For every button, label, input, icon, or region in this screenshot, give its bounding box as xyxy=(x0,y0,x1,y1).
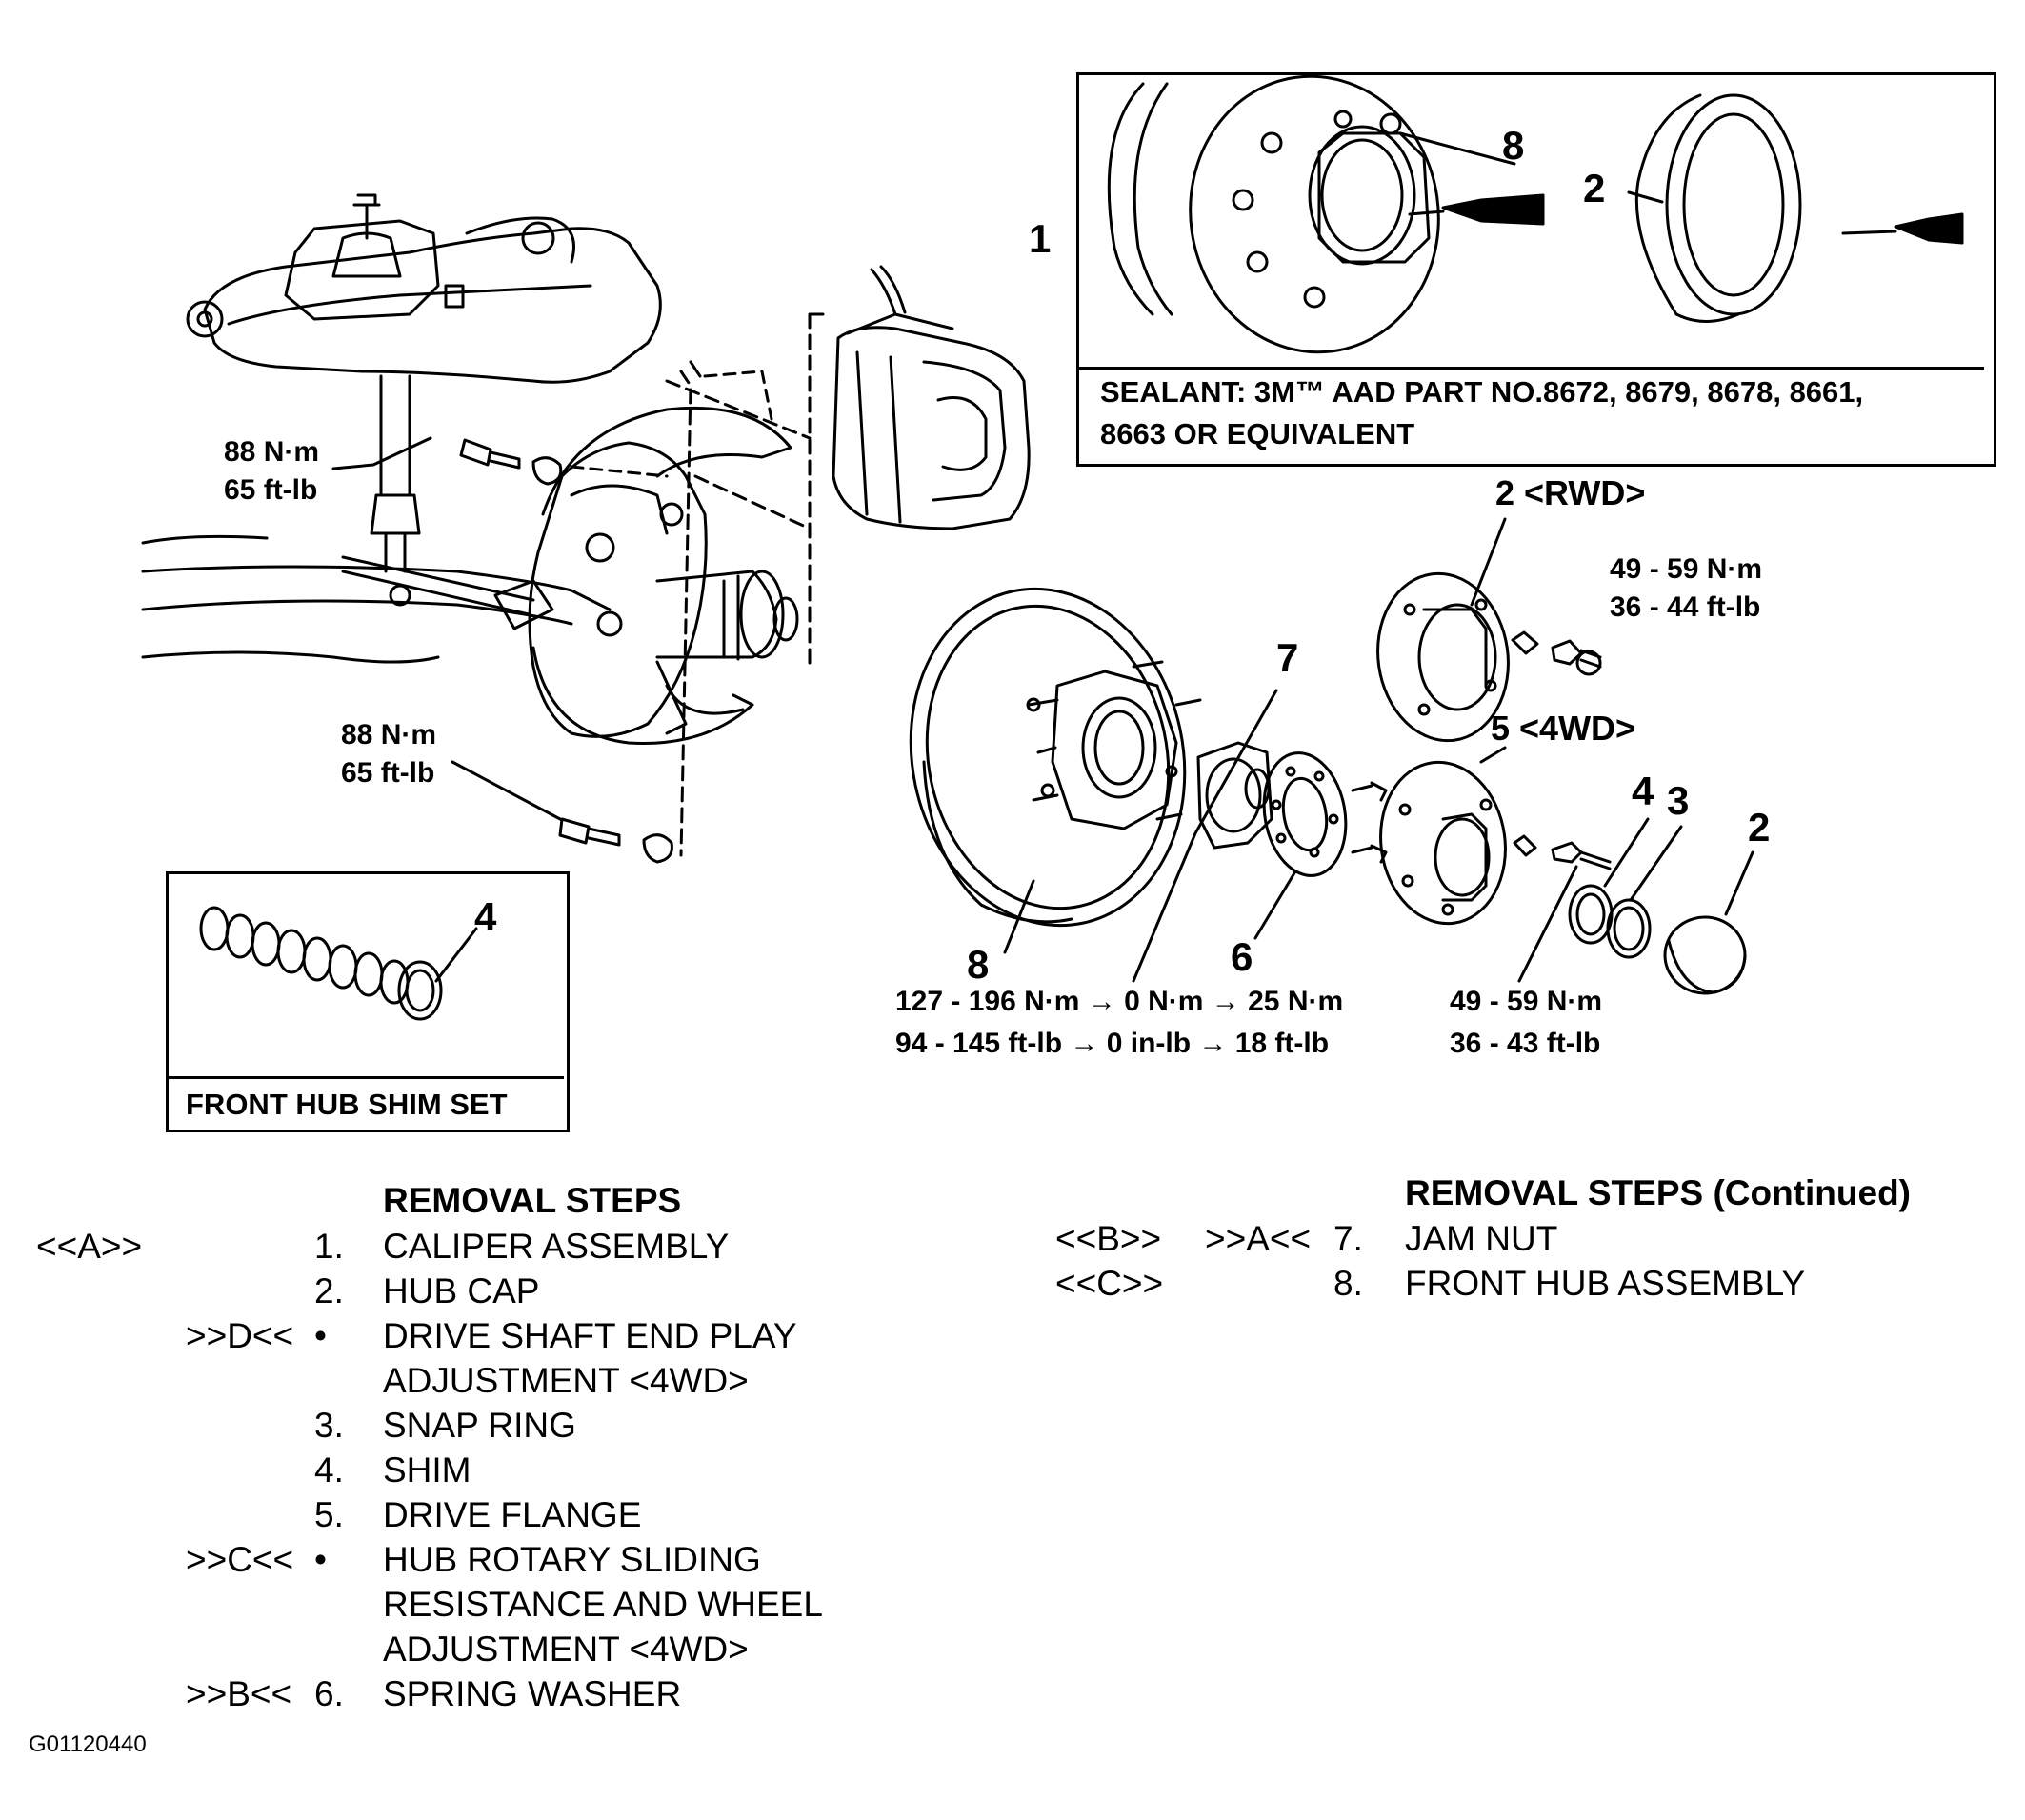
torque-upper-left: 88 N·m 65 ft-lb xyxy=(224,433,319,510)
removal-steps-title: REMOVAL STEPS xyxy=(383,1181,682,1220)
torque-leader-upper xyxy=(331,436,432,470)
leader-shim xyxy=(434,927,478,983)
torque-lower-left-nm: 88 N·m xyxy=(341,719,437,750)
inset-leader-2 xyxy=(1627,190,1664,204)
callout-4-shim: 4 xyxy=(474,894,497,939)
callout-2: 2 xyxy=(1748,805,1771,850)
callout-6: 6 xyxy=(1231,934,1253,979)
shim-set-caption: FRONT HUB SHIM SET xyxy=(169,1076,564,1129)
step-number: • xyxy=(314,1316,327,1355)
leader-7 xyxy=(1132,689,1278,983)
suspension-assembly xyxy=(141,193,907,745)
sealant-inset-art xyxy=(1107,74,1964,354)
step-text: CALIPER ASSEMBLY xyxy=(383,1227,730,1266)
spring-washer xyxy=(1262,751,1388,877)
callout-2-inset: 2 xyxy=(1583,166,1606,210)
leader-2 xyxy=(1724,850,1754,916)
leader-8 xyxy=(1003,879,1035,954)
step-text: DRIVE FLANGE xyxy=(383,1495,642,1534)
jam-nut xyxy=(1196,741,1273,850)
torque-upper-left-nm: 88 N·m xyxy=(224,436,320,468)
sealant-caption-line-2: 8663 OR EQUIVALENT xyxy=(1100,417,1415,450)
removal-steps-list: <<A>> 1. CALIPER ASSEMBLY 2. HUB CAP >>D<< • DR… xyxy=(0,1224,952,1729)
removal-steps-cont-list: <<B>> >>A<< 7. JAM NUT <<C>> 8. FRONT HUB ASSE… xyxy=(0,1216,2025,1330)
torque-drive-flange: 49 - 59 N·m 36 - 43 ft-lb xyxy=(1450,981,1602,1065)
leader-drive-flange-torque xyxy=(1517,865,1578,983)
step-mark-2: >>A<< xyxy=(1205,1219,1312,1258)
callout-7: 7 xyxy=(1276,635,1299,680)
rwd-flange xyxy=(1376,571,1602,743)
figure-id: G01120440 xyxy=(29,1731,147,1757)
sealant-inset-box xyxy=(1076,72,1996,467)
step-text: SHIM xyxy=(383,1450,471,1490)
step-number: 2. xyxy=(314,1271,344,1310)
torque-jam-nut-nm: 127 - 196 N·m → 0 N·m → 25 N·m xyxy=(895,986,1344,1017)
step-text: SPRING WASHER xyxy=(383,1674,682,1713)
step-text: DRIVE SHAFT END PLAY xyxy=(383,1316,797,1355)
torque-lower-left-ftlb: 65 ft-lb xyxy=(341,757,435,789)
step-text: FRONT HUB ASSEMBLY xyxy=(1405,1264,1806,1303)
torque-rwd-flange-nm: 49 - 59 N·m xyxy=(1610,553,1763,585)
shim-snapring-hubcap xyxy=(1568,884,1747,995)
torque-drive-flange-ftlb: 36 - 43 ft-lb xyxy=(1450,1028,1601,1059)
torque-jam-nut: 127 - 196 N·m → 0 N·m → 25 N·m 94 - 145 … xyxy=(895,981,1343,1065)
step-text: ADJUSTMENT <4WD> xyxy=(383,1361,749,1400)
leader-2-rwd xyxy=(1470,517,1507,607)
callout-1: 1 xyxy=(1029,216,1052,261)
leader-3 xyxy=(1629,825,1683,902)
step-mark: <<C>> xyxy=(1055,1264,1164,1303)
step-text: HUB ROTARY SLIDING xyxy=(383,1540,761,1579)
leader-6 xyxy=(1253,870,1297,940)
torque-lower-left: 88 N·m 65 ft-lb xyxy=(341,716,436,792)
shim-set-inset-box xyxy=(166,871,570,1132)
step-number: 5. xyxy=(314,1495,344,1534)
callout-8: 8 xyxy=(967,942,990,987)
step-text: JAM NUT xyxy=(1405,1219,1558,1258)
callout-2-rwd: 2 <RWD> xyxy=(1495,473,1646,512)
step-text: SNAP RING xyxy=(383,1406,576,1445)
step-mark-2: >>B<< xyxy=(186,1674,292,1713)
step-number: 1. xyxy=(314,1227,344,1266)
shim-set-art xyxy=(199,906,443,1021)
leader-4 xyxy=(1603,817,1650,888)
sealant-caption: SEALANT: 3M™ AAD PART NO.8672, 8679, 867… xyxy=(1079,367,1984,455)
step-number: 7. xyxy=(1333,1219,1363,1258)
step-mark-2: >>C<< xyxy=(186,1540,294,1579)
inset-leader-8 xyxy=(1398,131,1516,166)
callout-8-inset: 8 xyxy=(1502,123,1525,168)
step-text: ADJUSTMENT <4WD> xyxy=(383,1630,749,1669)
caliper-assembly xyxy=(832,312,1031,530)
step-text: RESISTANCE AND WHEEL xyxy=(383,1585,823,1624)
torque-rwd-flange: 49 - 59 N·m 36 - 44 ft-lb xyxy=(1610,550,1762,627)
sealant-caption-line-1: SEALANT: 3M™ AAD PART NO.8672, 8679, 867… xyxy=(1100,375,1864,409)
step-mark-2: >>D<< xyxy=(186,1316,294,1355)
step-number: 4. xyxy=(314,1450,344,1490)
step-number: 3. xyxy=(314,1406,344,1445)
torque-rwd-flange-ftlb: 36 - 44 ft-lb xyxy=(1610,591,1761,623)
step-mark: <<A>> xyxy=(36,1227,143,1266)
torque-drive-flange-nm: 49 - 59 N·m xyxy=(1450,986,1603,1017)
step-number: 8. xyxy=(1333,1264,1363,1303)
torque-upper-left-ftlb: 65 ft-lb xyxy=(224,474,318,506)
callout-5-4wd: 5 <4WD> xyxy=(1491,709,1636,748)
step-number: 6. xyxy=(314,1674,344,1713)
knuckle-bolts xyxy=(459,360,702,864)
callout-3: 3 xyxy=(1667,778,1690,823)
callout-4: 4 xyxy=(1632,769,1654,813)
step-text: HUB CAP xyxy=(383,1271,540,1310)
torque-leader-lower xyxy=(451,760,562,821)
step-mark: <<B>> xyxy=(1055,1219,1162,1258)
front-hub-rotor xyxy=(909,587,1202,928)
step-number: • xyxy=(314,1540,327,1579)
removal-steps-cont-title: REMOVAL STEPS (Continued) xyxy=(1405,1173,1912,1212)
leader-5 xyxy=(1479,746,1507,764)
torque-jam-nut-ftlb: 94 - 145 ft-lb → 0 in-lb → 18 ft-lb xyxy=(895,1028,1330,1059)
drive-flange xyxy=(1379,760,1612,926)
